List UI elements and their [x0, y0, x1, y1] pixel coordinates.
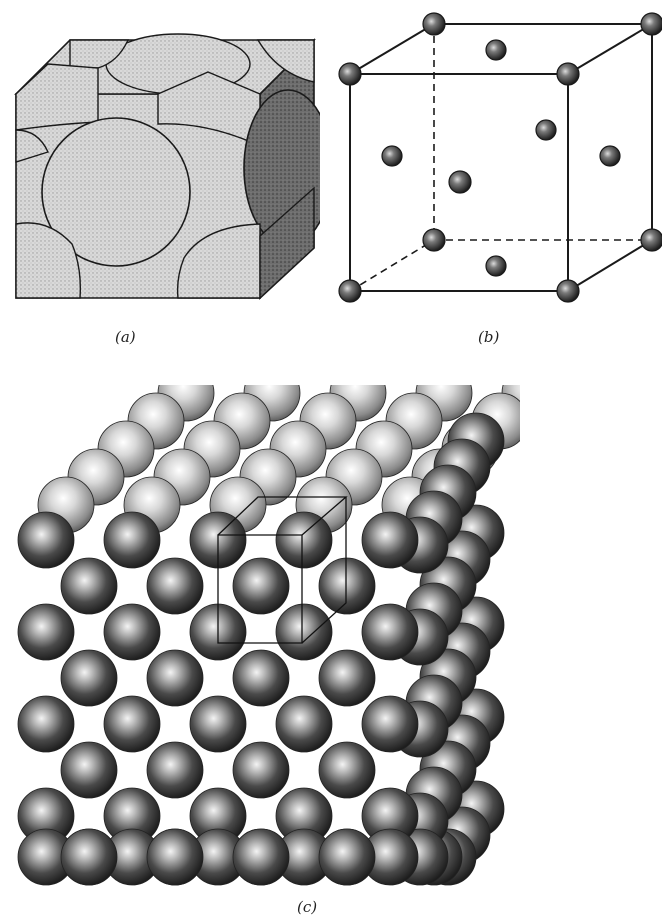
corner-atom — [640, 12, 662, 36]
atom-sphere — [361, 695, 419, 753]
atom-sphere — [275, 695, 333, 753]
corner-sphere-front-left-bottom — [15, 222, 82, 299]
front-face-center-sphere — [41, 117, 191, 267]
corner-atom — [556, 62, 580, 86]
corner-atom — [422, 12, 446, 36]
corner-atom — [338, 279, 362, 303]
panel-a-caption: (a) — [115, 328, 136, 346]
atom-sphere — [232, 828, 290, 886]
face-center-atom-bottom — [485, 255, 507, 277]
atom-sphere — [318, 828, 376, 886]
corner-sphere-front-right-bottom — [176, 223, 261, 299]
corner-sphere-back-right-bottom — [259, 186, 315, 300]
atom-sphere — [60, 828, 118, 886]
atom-aggregate-panel — [0, 385, 520, 890]
atom-sphere — [146, 649, 204, 707]
face-center-atom-right — [599, 145, 621, 167]
face-center-atom-top — [485, 39, 507, 61]
face-center-atom-back — [535, 119, 557, 141]
atom-sphere — [146, 828, 204, 886]
atom-sphere — [232, 557, 290, 615]
atom-sphere — [103, 511, 161, 569]
atom-sphere — [361, 603, 419, 661]
panel-b-caption: (b) — [478, 328, 500, 346]
atom-sphere — [232, 649, 290, 707]
atom-aggregate-drawing — [17, 385, 520, 886]
atom-sphere — [361, 511, 419, 569]
atom-sphere — [60, 741, 118, 799]
atom-sphere — [103, 695, 161, 753]
atom-sphere — [275, 603, 333, 661]
hard-sphere-unit-cell-drawing — [14, 33, 320, 300]
reduced-sphere-unit-cell-panel — [330, 4, 662, 316]
edge-sphere-left — [15, 129, 49, 163]
atom-sphere — [318, 741, 376, 799]
panel-c-caption: (c) — [297, 898, 318, 916]
atom-sphere — [146, 741, 204, 799]
atom-sphere — [103, 603, 161, 661]
corner-atom — [556, 279, 580, 303]
atom-sphere — [189, 695, 247, 753]
atom-sphere — [232, 741, 290, 799]
hard-sphere-unit-cell-panel — [8, 12, 320, 312]
atom-sphere — [146, 557, 204, 615]
corner-atom — [640, 228, 662, 252]
corner-atom — [422, 228, 446, 252]
atom-sphere — [60, 649, 118, 707]
atom-sphere — [17, 695, 75, 753]
corner-sphere-front-left-top — [15, 63, 99, 131]
highlighted-unit-cell — [217, 496, 348, 644]
atom-sphere — [60, 557, 118, 615]
corner-sphere-back-right — [256, 39, 315, 83]
atom-sphere — [275, 511, 333, 569]
corner-atom — [338, 62, 362, 86]
face-center-atom-left — [381, 145, 403, 167]
atom-sphere — [318, 557, 376, 615]
face-center-atom-front — [448, 170, 472, 194]
atom-sphere — [17, 603, 75, 661]
reduced-sphere-unit-cell-drawing — [338, 12, 662, 303]
cell-edges — [349, 23, 653, 292]
atom-sphere — [17, 511, 75, 569]
hidden-cell-edges — [349, 24, 652, 292]
atom-sphere — [318, 649, 376, 707]
